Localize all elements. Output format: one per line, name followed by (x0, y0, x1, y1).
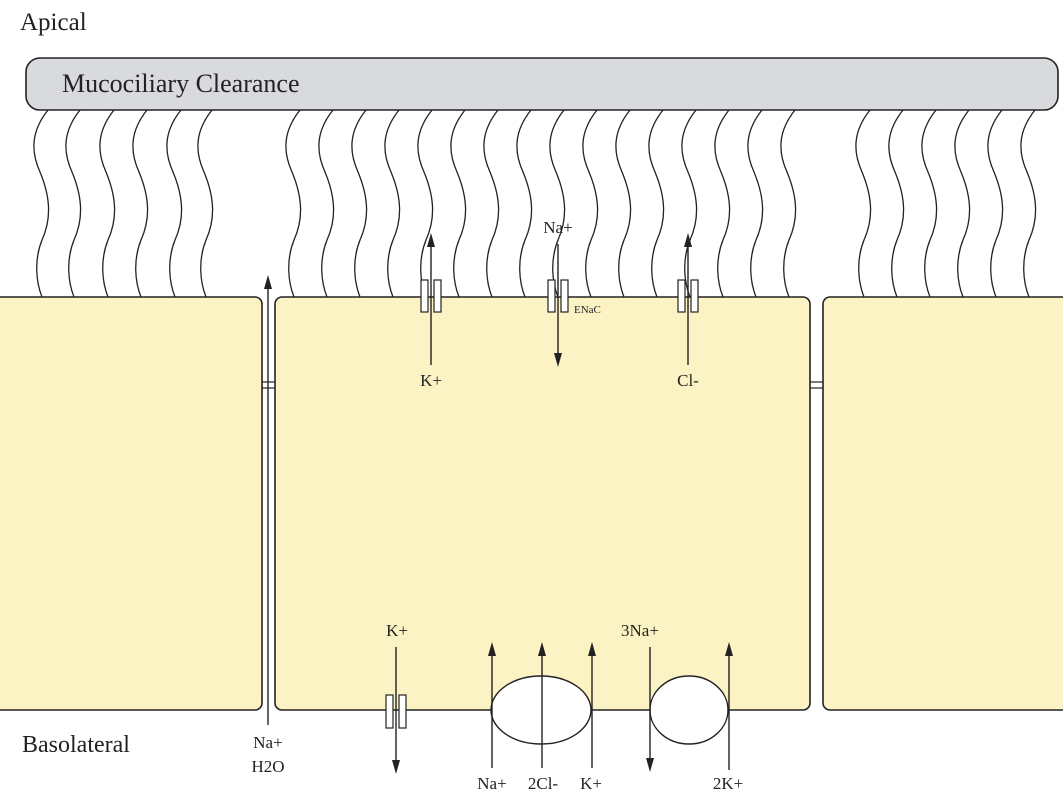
cilia-group (34, 110, 1036, 297)
cilium (748, 110, 763, 297)
cilium (66, 110, 81, 297)
cilium (550, 110, 565, 297)
paracellular-h2o-label: H2O (251, 757, 284, 776)
cilium (922, 110, 937, 297)
cilium (649, 110, 664, 297)
pump-na-label: 3Na+ (621, 621, 659, 640)
cilium (385, 110, 400, 297)
tight-junction-right (810, 382, 823, 388)
cilium (484, 110, 499, 297)
cilium (34, 110, 49, 297)
nkcc-k-label: K+ (580, 774, 602, 793)
left-epithelial-cell (0, 297, 262, 710)
cilium (616, 110, 631, 297)
mucociliary-clearance-layer: Mucociliary Clearance (26, 58, 1058, 110)
cilium (133, 110, 148, 297)
na-k-atpase-pump (650, 676, 728, 744)
basolateral-k-label: K+ (386, 621, 408, 640)
apical-label: Apical (20, 9, 87, 36)
paracellular-na-label: Na+ (253, 733, 282, 752)
cilium (451, 110, 466, 297)
mucociliary-clearance-label: Mucociliary Clearance (62, 69, 300, 98)
basolateral-label: Basolateral (22, 732, 130, 758)
cilium (583, 110, 598, 297)
cilium (682, 110, 697, 297)
cilium (100, 110, 115, 297)
apical-cl-label: Cl- (677, 371, 699, 390)
cilium (352, 110, 367, 297)
cilium (889, 110, 904, 297)
right-epithelial-cell (823, 297, 1063, 710)
nkcc-cl-label: 2Cl- (528, 774, 559, 793)
cilium (198, 110, 213, 297)
enac-label: ENaC (574, 304, 601, 316)
paracellular-flux-arrow (264, 275, 272, 725)
cilium (988, 110, 1003, 297)
cilium (781, 110, 796, 297)
cilium (286, 110, 301, 297)
nkcc-na-label: Na+ (477, 774, 506, 793)
cilium (167, 110, 182, 297)
cilium (955, 110, 970, 297)
cilium (856, 110, 871, 297)
pump-k-label: 2K+ (713, 774, 743, 793)
nkcc-cotransporter (491, 676, 591, 744)
cilium (319, 110, 334, 297)
apical-k-label: K+ (420, 371, 442, 390)
cilium (517, 110, 532, 297)
cilium (715, 110, 730, 297)
apical-na-label: Na+ (543, 218, 572, 237)
cilium (1021, 110, 1036, 297)
